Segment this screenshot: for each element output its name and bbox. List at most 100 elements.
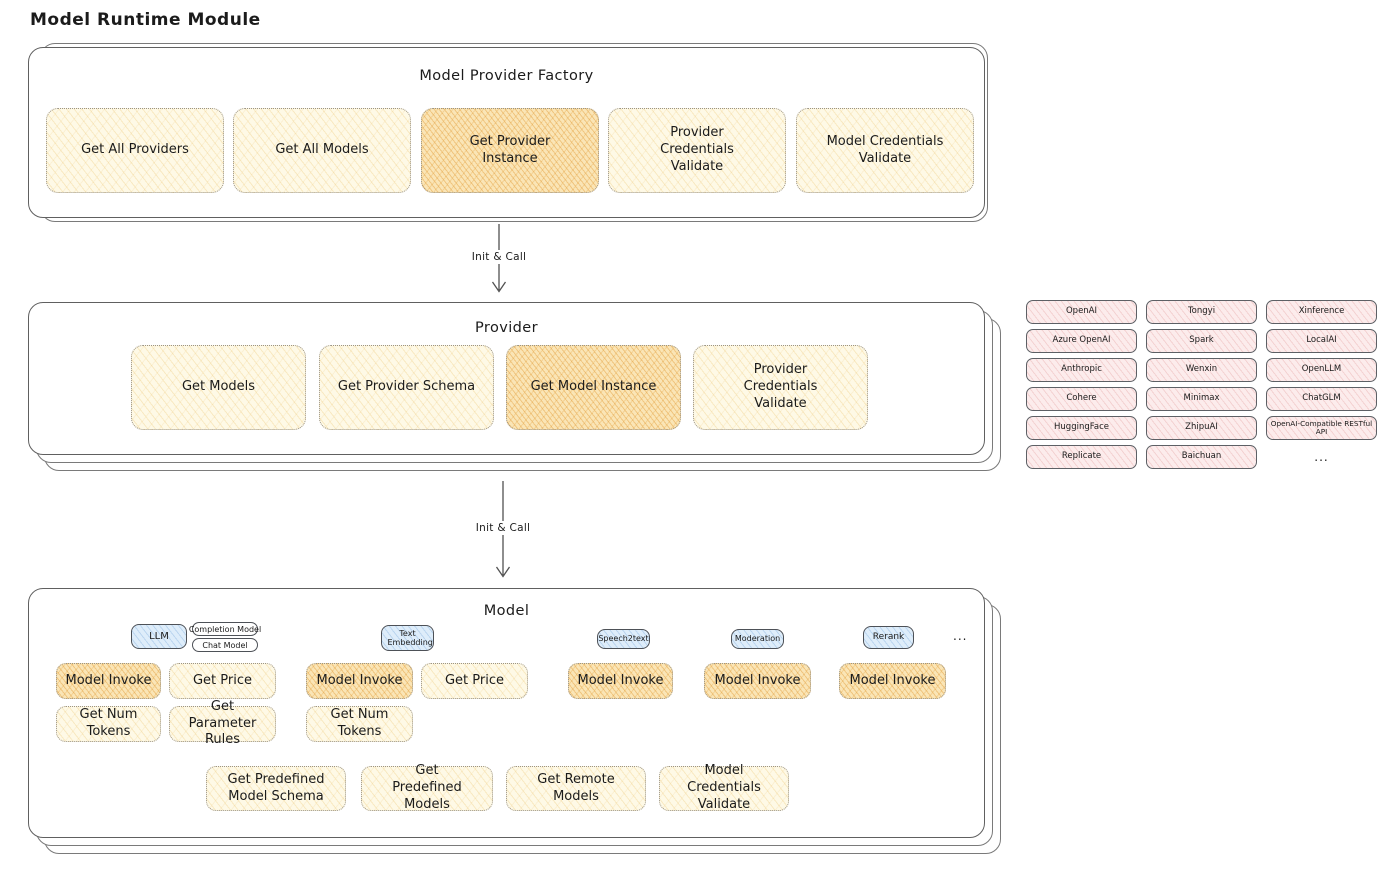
tab-completion-model: Completion Model [188,622,262,636]
node-label: Provider Credentials Validate [660,125,734,174]
tab-rerank: Rerank [863,626,914,649]
node-label: Model Invoke [849,672,936,688]
provider-chip: HuggingFace [1026,416,1137,440]
chip-label: OpenAI [1065,306,1098,317]
tab-label: Text Embedding [387,628,433,647]
tab-text-embedding: Text Embedding [381,625,434,651]
node-get-price-text-embedding: Get Price [421,663,528,699]
node-label: Get Num Tokens [330,707,389,739]
node-model-invoke-moderation: Model Invoke [704,663,811,699]
node-label: Get Predefined Models [392,763,462,812]
provider-list: OpenAI Tongyi Xinference Azure OpenAI Sp… [1026,300,1377,469]
node-label: Get Remote Models [537,771,615,804]
node-label: Model Invoke [577,672,664,688]
tab-label: Chat Model [202,640,248,650]
node-get-provider-schema: Get Provider Schema [319,345,494,430]
node-label: Provider Credentials Validate [743,362,818,411]
page-title: Model Runtime Module [30,10,261,30]
node-label: Get Num Tokens [79,707,138,739]
model-box: Model LLM Completion Model Chat Model Te… [28,588,985,838]
chip-label: Spark [1189,335,1214,346]
chip-label: OpenLLM [1301,364,1342,375]
model-title: Model [483,603,530,619]
node-label: Get Models [181,379,256,395]
node-label: Model Credentials Validate [826,133,944,166]
provider-chip: Minimax [1146,387,1257,411]
node-model-invoke-speech2text: Model Invoke [568,663,673,699]
node-label: Get Parameter Rules [188,698,257,748]
node-label: Model Invoke [714,672,801,688]
provider-chip: LocalAI [1266,329,1377,353]
node-get-models: Get Models [131,345,306,430]
chip-label: Replicate [1061,451,1102,462]
node-label: Model Invoke [316,672,403,688]
provider-chip: Wenxin [1146,358,1257,382]
node-label: Get All Providers [81,142,189,158]
node-model-invoke-text-embedding: Model Invoke [306,663,413,699]
chip-label: Wenxin [1185,364,1218,375]
node-get-predefined-models: Get Predefined Models [361,763,493,812]
chip-label: OpenAI-Compatible RESTful API [1270,418,1373,436]
node-provider-credentials-validate: Provider Credentials Validate [608,108,786,193]
arrow-label-init-call-1: Init & Call [467,250,531,264]
node-get-all-models: Get All Models [233,108,411,193]
provider-chip: ChatGLM [1266,387,1377,411]
chip-label: ChatGLM [1302,393,1341,404]
chip-label: Tongyi [1187,306,1216,317]
provider-box: Provider Get Models Get Provider Schema … [28,302,985,455]
provider-chip: Azure OpenAI [1026,329,1137,353]
tab-moderation: Moderation [731,629,784,649]
node-label: Get Provider Schema [337,379,476,395]
node-label: Get Provider Instance [469,133,551,166]
chip-label: Anthropic [1061,364,1102,375]
node-get-remote-models: Get Remote Models [506,766,646,811]
node-get-provider-instance: Get Provider Instance [421,108,599,193]
node-model-credentials-validate: Model Credentials Validate [796,108,974,193]
node-label: Get All Models [275,142,369,158]
chip-label: ZhipuAI [1185,422,1218,433]
chip-label: HuggingFace [1054,422,1109,433]
tab-label: Rerank [872,632,905,643]
tab-label: Completion Model [188,624,262,634]
provider-chip: Cohere [1026,387,1137,411]
tabs-more: ... [953,629,968,643]
provider-chip: Replicate [1026,445,1137,469]
node-provider-credentials-validate-2: Provider Credentials Validate [693,345,868,430]
provider-list-more: ... [1314,450,1329,464]
chip-label: LocalAI [1306,335,1337,346]
provider-chip: ZhipuAI [1146,416,1257,440]
node-label: Get Predefined Model Schema [227,771,325,804]
node-label: Model Invoke [65,672,152,688]
node-model-credentials-validate-2: Model Credentials Validate [659,763,789,812]
provider-chip: Tongyi [1146,300,1257,324]
provider-chip: Anthropic [1026,358,1137,382]
tab-label: Speech2text [598,634,649,644]
node-get-price-llm: Get Price [169,663,276,699]
provider-chip: Baichuan [1146,445,1257,469]
tab-speech2text: Speech2text [597,629,650,649]
chip-label: Xinference [1298,306,1345,317]
chip-label: Baichuan [1181,451,1222,462]
arrow-label-init-call-2: Init & Call [471,521,535,535]
factory-title: Model Provider Factory [419,68,594,84]
node-get-num-tokens-llm: Get Num Tokens [56,706,161,742]
node-label: Get Model Instance [530,379,657,395]
tab-llm: LLM [131,624,187,649]
node-model-invoke-llm: Model Invoke [56,663,161,699]
chip-label: Minimax [1183,393,1220,404]
factory-box: Model Provider Factory Get All Providers… [28,47,985,218]
node-get-parameter-rules: Get Parameter Rules [169,699,276,747]
provider-chip: Spark [1146,329,1257,353]
node-get-predefined-model-schema: Get Predefined Model Schema [206,766,346,811]
provider-chip: Xinference [1266,300,1377,324]
node-get-model-instance: Get Model Instance [506,345,681,430]
tab-chat-model: Chat Model [192,638,258,652]
node-label: Model Credentials Validate [687,763,761,812]
node-get-num-tokens-text-embedding: Get Num Tokens [306,706,413,742]
chip-label: Cohere [1066,393,1097,404]
node-label: Get Price [192,672,252,688]
tab-label: LLM [149,630,169,642]
provider-title: Provider [475,320,538,336]
chip-label: Azure OpenAI [1052,335,1111,346]
